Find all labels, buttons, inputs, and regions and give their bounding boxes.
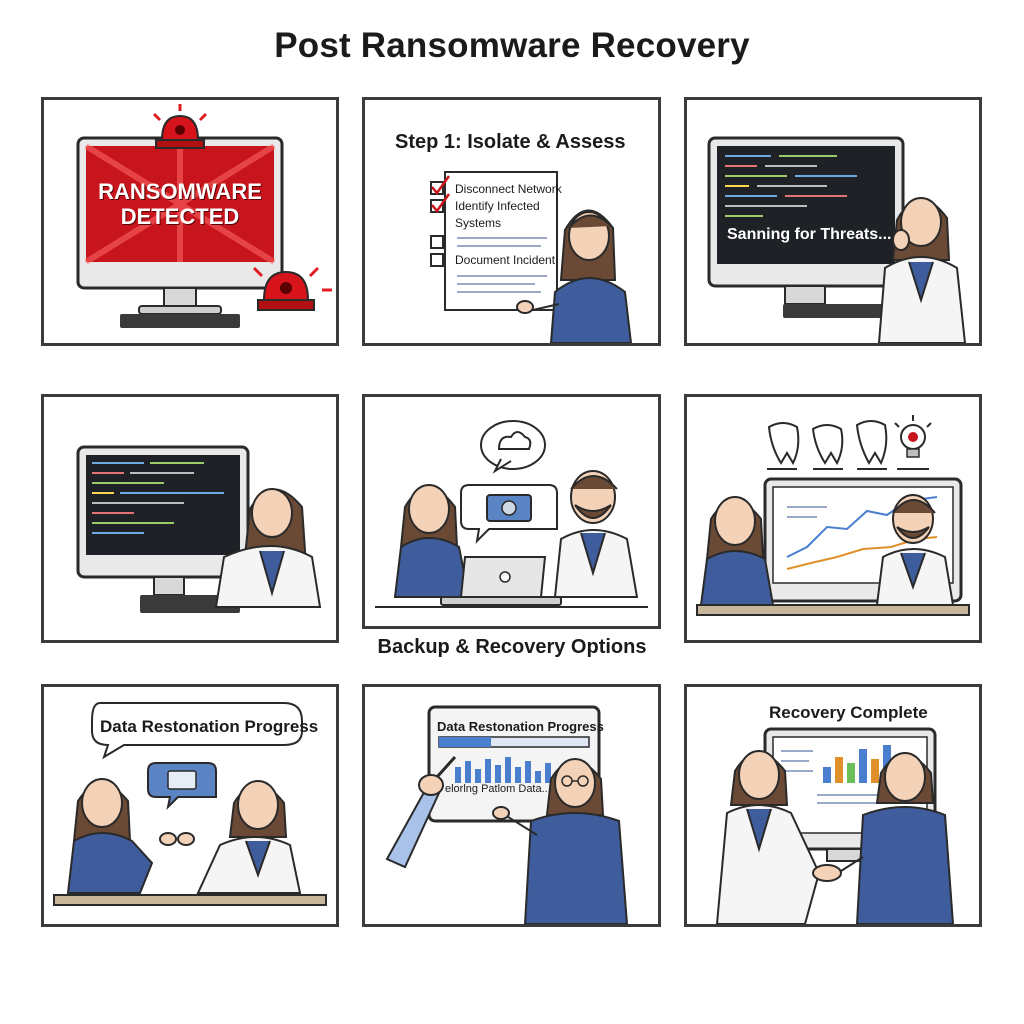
page-title: Post Ransomware Recovery bbox=[274, 26, 750, 65]
panel-records-review bbox=[684, 394, 982, 643]
recovery-complete-heading: Recovery Complete bbox=[769, 703, 928, 722]
doctor-on-phone bbox=[214, 488, 322, 608]
woman-viewer bbox=[699, 496, 775, 606]
restoration-progress-illustration bbox=[385, 705, 629, 924]
backup-illustration bbox=[375, 420, 648, 608]
panel-backup-options bbox=[362, 394, 661, 629]
panel-scanning: Sanning for Threats... bbox=[684, 97, 982, 346]
bar-chart-icon bbox=[455, 757, 551, 783]
checklist-item-1: Disconnect Network bbox=[455, 182, 562, 196]
checklist-item-3: Systems bbox=[455, 216, 502, 230]
hard-drive-icon bbox=[147, 762, 217, 811]
tooth-icon bbox=[767, 420, 888, 466]
checklist-item-2: Identify Infected bbox=[455, 199, 540, 213]
panel-ransomware-detected: RANSOMWARE DETECTED bbox=[41, 97, 339, 346]
bearded-doctor bbox=[875, 494, 955, 606]
woman-speaker bbox=[66, 778, 177, 894]
restoration-status: elorlng Patlom Data... bbox=[445, 783, 551, 795]
investigation-illustration bbox=[76, 445, 322, 613]
lightbulb-icon bbox=[894, 415, 932, 458]
woman-with-laptop bbox=[393, 484, 471, 598]
worried-doctor bbox=[877, 197, 967, 343]
siren-icon bbox=[152, 104, 208, 149]
hard-drive-icon bbox=[460, 484, 558, 544]
checklist-item-4: Document Incident bbox=[455, 253, 556, 267]
siren-icon bbox=[252, 266, 332, 311]
alert-computer-illustration bbox=[76, 104, 332, 328]
restoration-discussion-illustration bbox=[53, 702, 327, 906]
scan-status: Sanning for Threats... bbox=[727, 226, 892, 243]
handshake-icon bbox=[812, 856, 864, 882]
panel-investigation bbox=[41, 394, 339, 643]
panel-isolate-assess: Step 1: Isolate & Assess Disconnect Netw… bbox=[362, 97, 661, 346]
checklist-illustration bbox=[430, 171, 633, 343]
progress-bar-fill bbox=[439, 737, 491, 747]
doctor-shaking-hands bbox=[715, 750, 821, 924]
bearded-doctor bbox=[553, 470, 639, 598]
pointing-hand bbox=[385, 755, 457, 869]
laptop bbox=[440, 556, 562, 606]
scanning-illustration bbox=[707, 136, 967, 343]
records-review-illustration bbox=[696, 415, 970, 616]
doctor-listener bbox=[177, 780, 302, 894]
backup-caption: Backup & Recovery Options bbox=[377, 636, 647, 658]
panel-recovery-complete: Recovery Complete bbox=[684, 684, 982, 927]
woman-with-glasses bbox=[492, 758, 629, 924]
isolate-heading: Step 1: Isolate & Assess bbox=[395, 131, 626, 153]
cloud-icon bbox=[480, 420, 546, 474]
woman-presenter bbox=[516, 209, 633, 343]
panel-restoration-progress: Data Restonation Progress elorlng Patlom… bbox=[362, 684, 661, 927]
alert-line-1: RANSOMWARE bbox=[98, 179, 262, 204]
alert-line-2: DETECTED bbox=[120, 204, 240, 229]
restoration-heading-bubble: Data Restonation Progress bbox=[100, 717, 319, 736]
nurse-shaking-hands bbox=[855, 752, 955, 924]
panel-restoration-discussion: Data Restonation Progress bbox=[41, 684, 339, 927]
recovery-complete-illustration bbox=[715, 727, 955, 924]
restoration-screen-heading: Data Restonation Progress bbox=[437, 719, 604, 734]
